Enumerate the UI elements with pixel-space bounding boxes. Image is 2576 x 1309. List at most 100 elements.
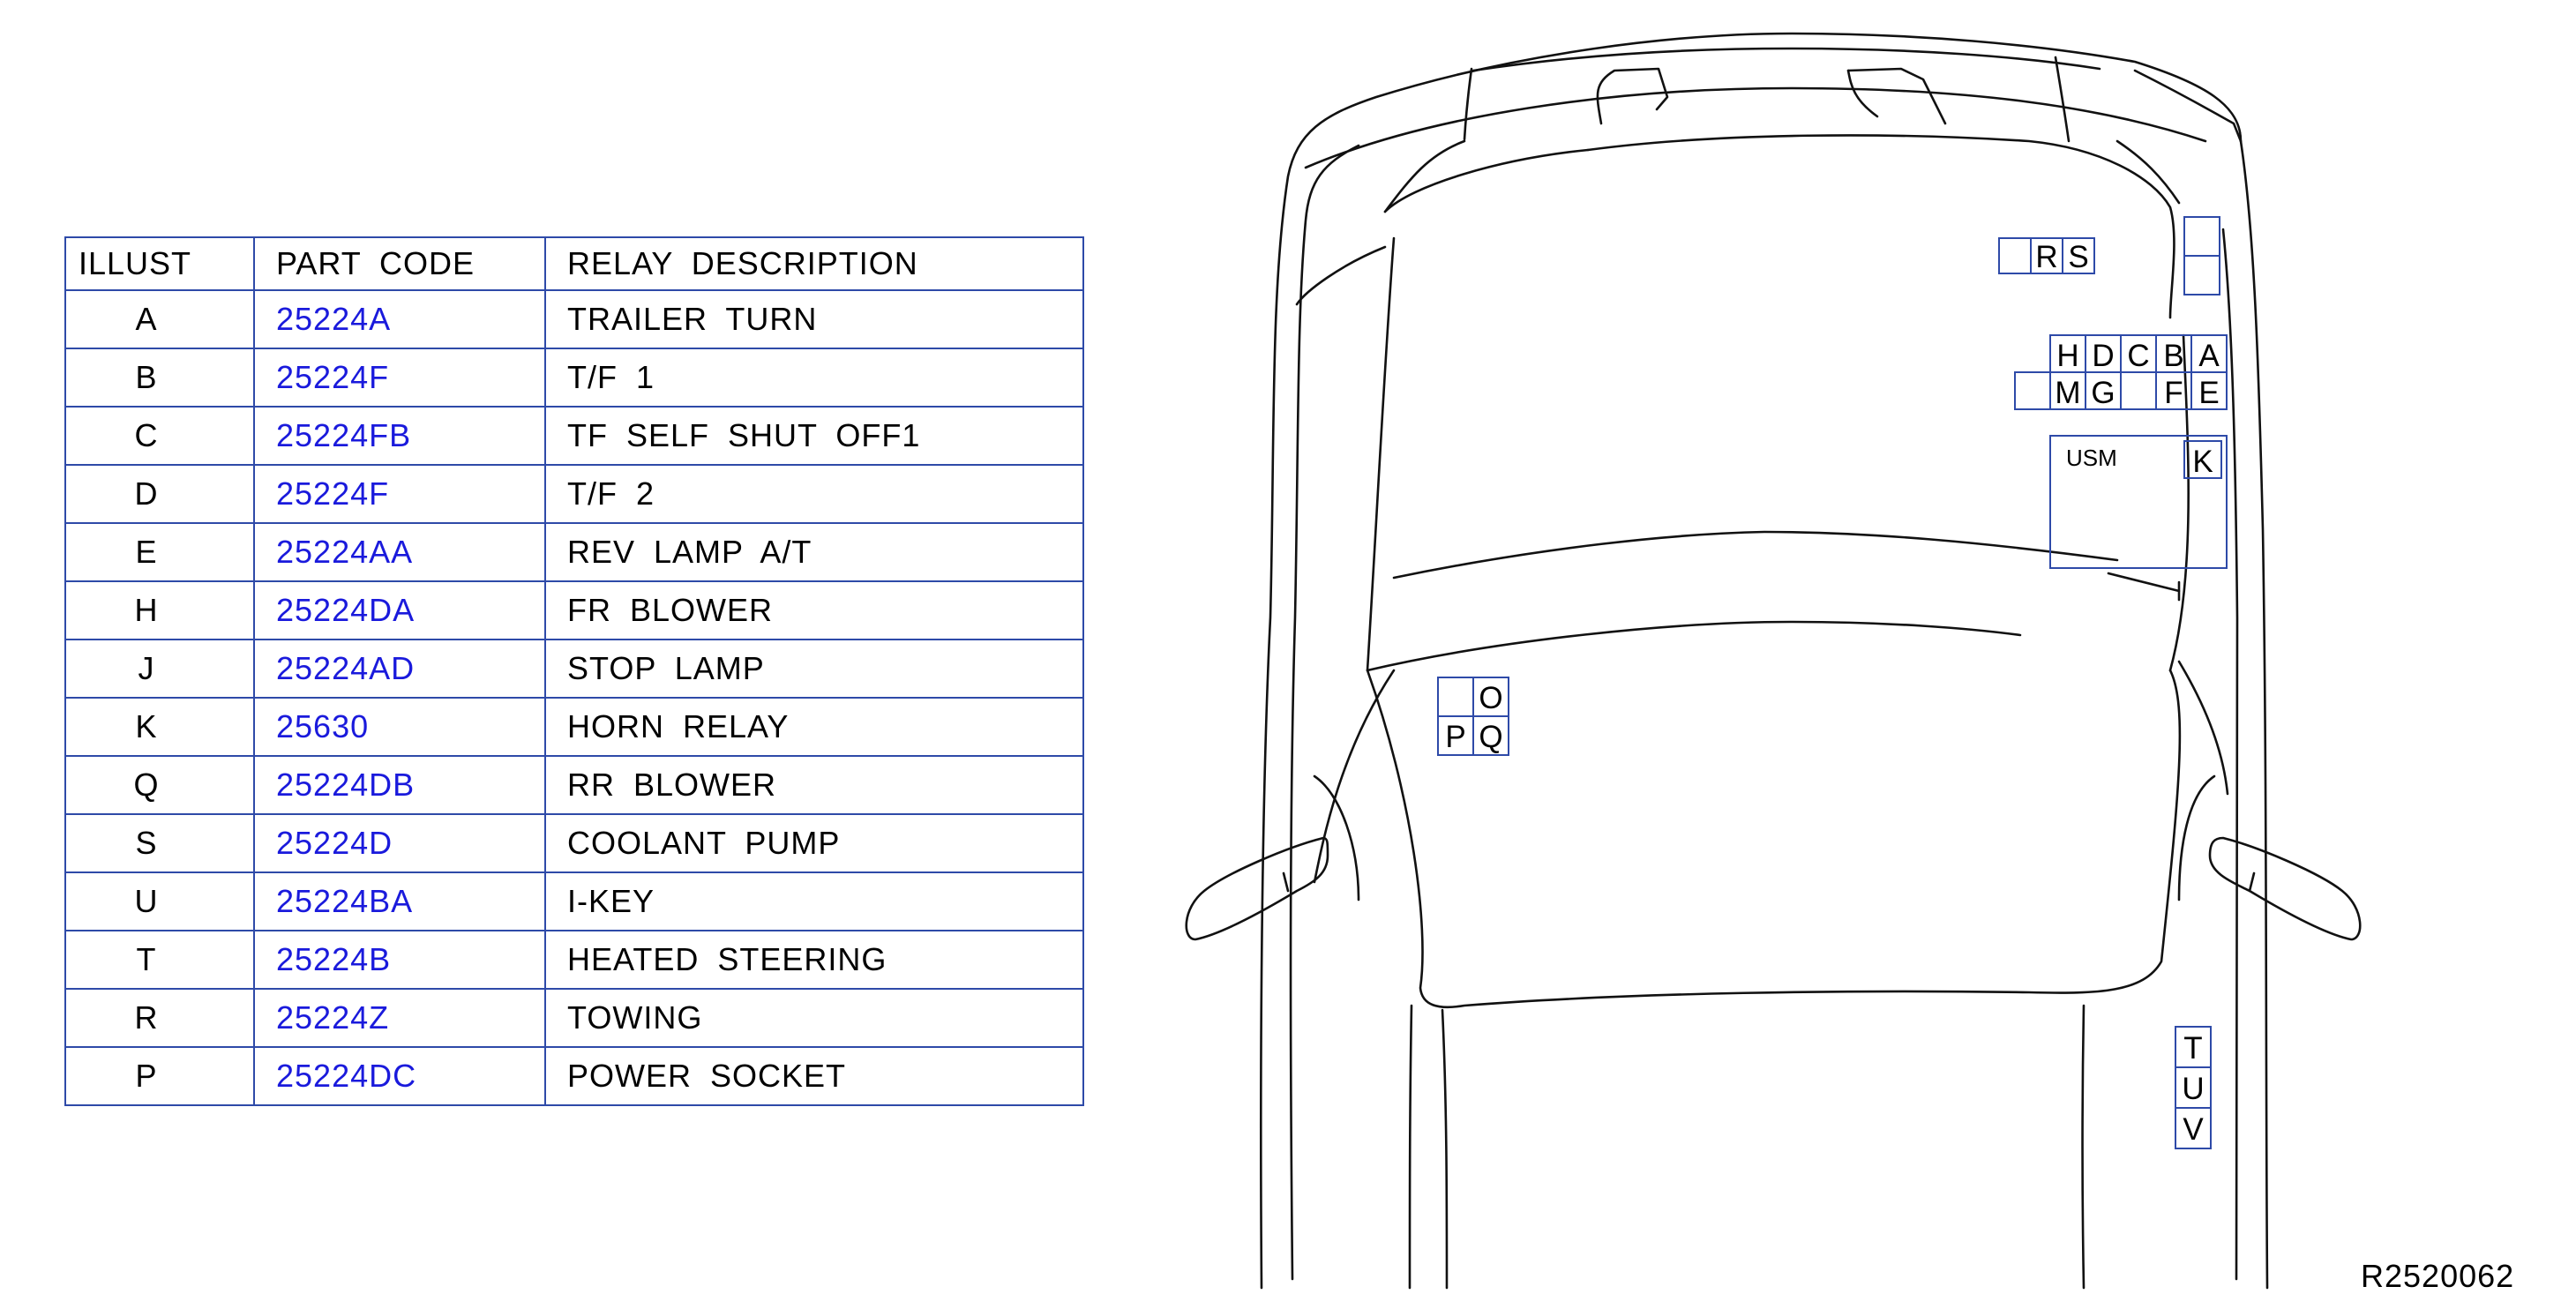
part-code-cell: 25224D xyxy=(253,813,546,873)
relay-label-t: T xyxy=(2183,1031,2202,1066)
part-code-cell: 25224AA xyxy=(253,522,546,582)
relay-box-e xyxy=(2190,371,2228,410)
relay-box-stack-bottom xyxy=(2183,255,2220,295)
part-code-cell: 25224BA xyxy=(253,871,546,931)
relay-label-p: P xyxy=(1445,720,1465,754)
relay-label-o: O xyxy=(1479,681,1502,715)
illust-cell: C xyxy=(64,406,255,466)
relay-label-k: K xyxy=(2192,445,2213,479)
table-header-row: ILLUST PART CODE RELAY DESCRIPTION xyxy=(64,236,1084,291)
relay-group-tuv: T U V xyxy=(2175,1026,2212,1149)
relay-description-cell: STOP LAMP xyxy=(544,639,1084,699)
illust-cell: P xyxy=(64,1046,255,1106)
illust-cell: K xyxy=(64,697,255,757)
relay-box-blank xyxy=(1998,237,2032,274)
part-code-cell: 25224AD xyxy=(253,639,546,699)
part-code-cell: 25224B xyxy=(253,930,546,990)
relay-label-s: S xyxy=(2068,240,2088,274)
relay-block-main: H D C B A M G F E xyxy=(2014,334,2228,410)
part-code-cell: 25224Z xyxy=(253,988,546,1048)
part-code-cell: 25224F xyxy=(253,464,546,524)
relay-box-stack-top xyxy=(2183,216,2220,257)
relay-box-blank-opq xyxy=(1437,677,1474,717)
relay-description-cell: HEATED STEERING xyxy=(544,930,1084,990)
relay-label-b: B xyxy=(2163,339,2183,373)
part-code-cell: 25224A xyxy=(253,289,546,349)
relay-label-c: C xyxy=(2127,339,2149,373)
illust-cell: B xyxy=(64,348,255,408)
relay-description-cell: TF SELF SHUT OFF1 xyxy=(544,406,1084,466)
relay-label-e: E xyxy=(2198,376,2219,410)
relay-box-bottom-blank-left xyxy=(2014,371,2051,410)
relay-box-q xyxy=(1472,715,1509,756)
relay-description-cell: COOLANT PUMP xyxy=(544,813,1084,873)
relay-description-cell: FR BLOWER xyxy=(544,580,1084,640)
header-part-code: PART CODE xyxy=(253,236,546,291)
relay-description-cell: TRAILER TURN xyxy=(544,289,1084,349)
vehicle-outline xyxy=(1185,32,2362,1290)
relay-box-k xyxy=(2183,440,2222,479)
illust-cell: R xyxy=(64,988,255,1048)
header-illust: ILLUST xyxy=(64,236,255,291)
relay-description-cell: HORN RELAY xyxy=(544,697,1084,757)
relay-group-stacked xyxy=(2183,216,2220,295)
relay-label-h: H xyxy=(2056,339,2078,373)
relay-group-opq: O P Q xyxy=(1437,677,1509,756)
part-code-cell: 25224DB xyxy=(253,755,546,815)
illust-cell: S xyxy=(64,813,255,873)
part-code-cell: 25224FB xyxy=(253,406,546,466)
relay-description-cell: T/F 1 xyxy=(544,348,1084,408)
relay-description-cell: POWER SOCKET xyxy=(544,1046,1084,1106)
relay-label-q: Q xyxy=(1479,720,1502,754)
relay-box-blank-middle xyxy=(2120,371,2157,410)
relay-label-d: D xyxy=(2092,339,2114,373)
illust-cell: D xyxy=(64,464,255,524)
relay-group-rs: R S xyxy=(1998,237,2095,274)
part-code-cell: 25630 xyxy=(253,697,546,757)
relay-label-f: F xyxy=(2164,376,2183,410)
usm-unit: USM K xyxy=(2049,435,2228,569)
illust-cell: H xyxy=(64,580,255,640)
relay-label-u: U xyxy=(2182,1072,2204,1106)
relay-label-r: R xyxy=(2035,240,2057,274)
relay-description-cell: RR BLOWER xyxy=(544,755,1084,815)
illust-cell: J xyxy=(64,639,255,699)
illust-cell: T xyxy=(64,930,255,990)
part-code-cell: 25224F xyxy=(253,348,546,408)
illust-cell: U xyxy=(64,871,255,931)
illust-cell: E xyxy=(64,522,255,582)
relay-description-cell: T/F 2 xyxy=(544,464,1084,524)
relay-box-v xyxy=(2175,1107,2212,1149)
relay-label-v: V xyxy=(2183,1112,2204,1147)
diagram-reference-code: R2520062 xyxy=(2361,1258,2515,1294)
header-relay-description: RELAY DESCRIPTION xyxy=(544,236,1084,291)
illust-cell: Q xyxy=(64,755,255,815)
usm-label: USM xyxy=(2066,445,2117,471)
relay-label-g: G xyxy=(2091,376,2115,410)
illust-cell: A xyxy=(64,289,255,349)
part-code-cell: 25224DA xyxy=(253,580,546,640)
relay-label-m: M xyxy=(2055,376,2080,410)
part-code-cell: 25224DC xyxy=(253,1046,546,1106)
relay-box-s xyxy=(2062,237,2095,274)
relay-description-cell: REV LAMP A/T xyxy=(544,522,1084,582)
relay-description-cell: TOWING xyxy=(544,988,1084,1048)
usm-box xyxy=(2049,435,2228,569)
relay-label-a: A xyxy=(2198,339,2220,373)
